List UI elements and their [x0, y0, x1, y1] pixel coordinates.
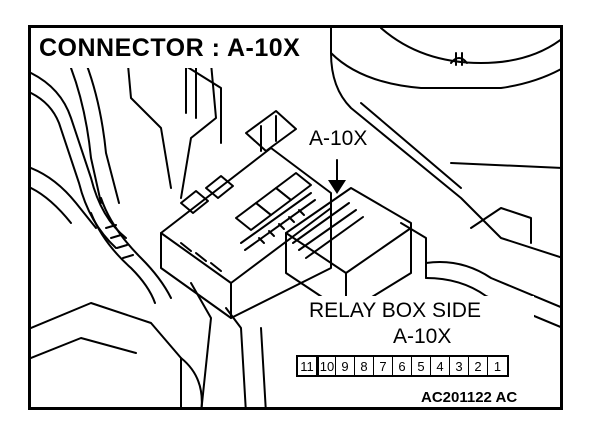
connector-pin: 3: [450, 357, 469, 375]
connector-pin: 5: [412, 357, 431, 375]
relay-label-backdrop: [299, 296, 534, 364]
arrow-head: [328, 180, 346, 194]
connector-pin: 11: [298, 357, 317, 375]
connector-pin: 6: [393, 357, 412, 375]
connector-pin: 9: [336, 357, 355, 375]
diagram-title: CONNECTOR : A-10X: [39, 33, 301, 62]
relay-connector: [285, 187, 427, 314]
connector-pin: 4: [431, 357, 450, 375]
connector-callout-label: A-10X: [309, 127, 368, 150]
housing-outline: [330, 28, 560, 259]
relay-box-side-label: RELAY BOX SIDE: [309, 299, 481, 322]
connector-pin: 10: [317, 357, 336, 375]
connector-pin: 8: [355, 357, 374, 375]
connector-pin: 2: [469, 357, 488, 375]
diagram-frame: CONNECTOR : A-10X A-10X RELAY BOX SIDE A…: [28, 25, 563, 410]
title-box: CONNECTOR : A-10X: [31, 28, 313, 68]
figure-code-backdrop: [415, 384, 560, 407]
connector-pin: 1: [493, 358, 502, 374]
lower-harness: [425, 207, 560, 328]
figure-code: AC201122 AC: [421, 389, 518, 406]
fuse-block: [160, 110, 332, 319]
lower-panels: [31, 282, 267, 407]
hose-bundle: [31, 62, 172, 304]
relay-box-connector-label: A-10X: [393, 325, 452, 348]
connector-pin: 7: [374, 357, 393, 375]
